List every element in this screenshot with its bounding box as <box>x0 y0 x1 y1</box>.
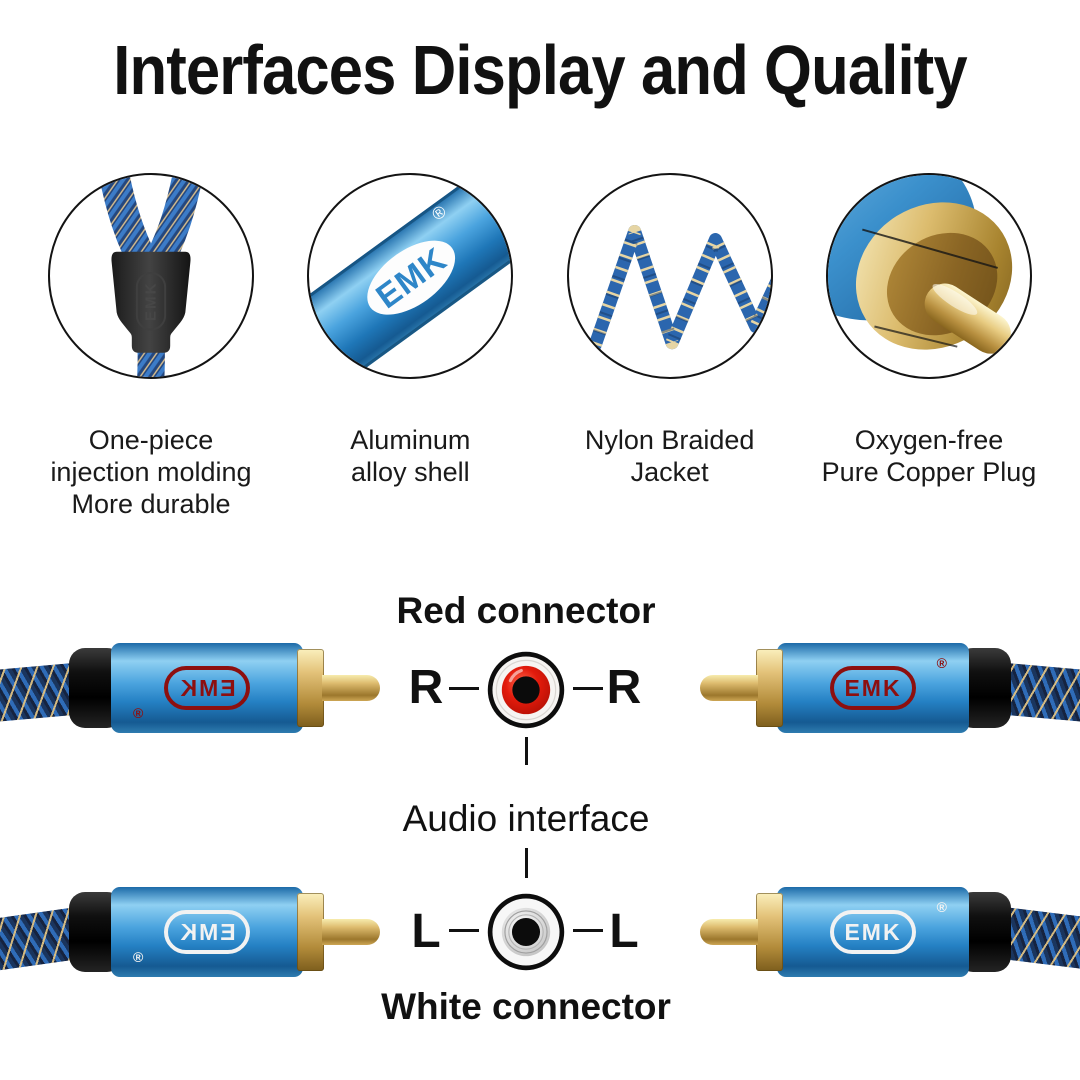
connector-line <box>573 687 603 690</box>
gold-collar <box>756 649 783 727</box>
audio-interface-label: Audio interface <box>402 798 650 839</box>
page-title: Interfaces Display and Quality <box>113 31 967 109</box>
gold-pin <box>322 675 380 701</box>
white-connector-title: White connector <box>381 986 671 1027</box>
emk-logo-embossed: EMK <box>143 281 160 321</box>
gold-plug-tip-photo <box>827 175 1013 354</box>
emk-logo-white: EMK <box>830 910 916 954</box>
gold-pin <box>700 675 758 701</box>
connector-line <box>449 929 479 932</box>
gold-pin <box>700 919 758 945</box>
channel-letter-r-right: R <box>606 661 642 714</box>
channel-letter-r-left: R <box>408 661 444 714</box>
gold-pin <box>322 919 380 945</box>
features-row: EMK EMK ® <box>0 173 1080 383</box>
feature-circle-nylon-jacket <box>566 173 773 379</box>
connector-line <box>525 737 528 765</box>
feature-label-copper-plug: Oxygen-free Pure Copper Plug <box>821 425 1037 487</box>
gold-collar <box>297 893 324 971</box>
rca-plug-photo-white-right: EMK ® <box>690 872 1080 992</box>
plug-barrel: EMK ® <box>777 643 969 733</box>
emk-logo-text: EMK <box>844 918 902 945</box>
connector-line <box>573 929 603 932</box>
feature-circle-copper-plug <box>825 173 1032 379</box>
emk-logo-white: EMK <box>164 910 250 954</box>
registered-mark: ® <box>936 655 947 671</box>
feature-circle-aluminum-shell: EMK ® <box>307 173 514 379</box>
plug-barrel: EMK ® <box>111 887 303 977</box>
rca-plug-photo-red-right: EMK ® <box>690 628 1080 748</box>
connector-line <box>525 848 528 878</box>
rca-plug-photo-red-left: EMK ® <box>0 628 390 748</box>
emk-logo-text: EMK <box>178 674 236 701</box>
gold-collar <box>756 893 783 971</box>
plug-barrel: EMK ® <box>111 643 303 733</box>
emk-logo-text: EMK <box>178 918 236 945</box>
braided-wave-photo <box>588 224 771 352</box>
emk-logo-red: EMK <box>164 666 250 710</box>
red-connector-title: Red connector <box>396 590 656 631</box>
registered-mark: ® <box>133 705 144 721</box>
emk-logo-text: EMK <box>844 674 902 701</box>
feature-label-one-piece-molding: One-piece injection molding More durable <box>50 425 252 519</box>
emk-logo-red: EMK <box>830 666 916 710</box>
registered-mark: ® <box>936 899 947 915</box>
plug-barrel: EMK ® <box>777 887 969 977</box>
gold-collar <box>297 649 324 727</box>
red-rca-jack <box>487 651 565 729</box>
white-rca-jack <box>487 893 565 971</box>
channel-letter-l-left: L <box>411 905 441 958</box>
rca-plug-photo-white-left: EMK ® <box>0 872 390 992</box>
feature-circle-one-piece-molding: EMK <box>48 173 254 379</box>
feature-label-aluminum-shell: Aluminum alloy shell <box>350 425 471 487</box>
channel-letter-l-right: L <box>609 905 639 958</box>
registered-mark: ® <box>133 949 144 965</box>
feature-label-nylon-jacket: Nylon Braided Jacket <box>584 425 755 487</box>
connector-line <box>449 687 479 690</box>
